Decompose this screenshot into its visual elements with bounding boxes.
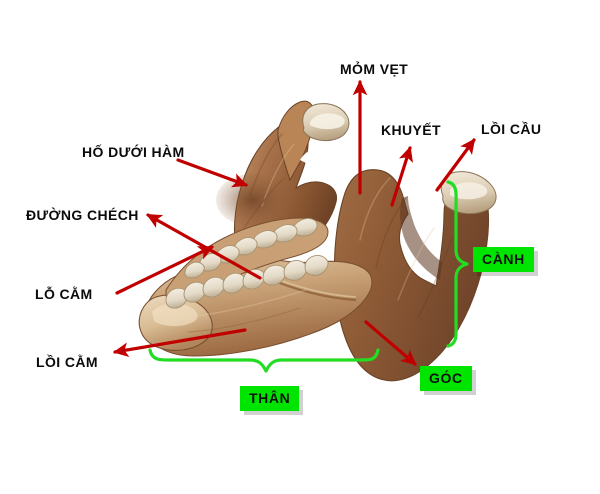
label-lo-cam: LỖ CẰM xyxy=(35,286,93,302)
label-ho-duoi-ham: HỐ DƯỚI HÀM xyxy=(82,144,185,160)
region-tag-than: THÂN xyxy=(240,386,300,411)
region-tag-goc: GÓC xyxy=(420,366,472,391)
label-khuyet: KHUYẾT xyxy=(381,122,441,138)
chin-highlight xyxy=(152,303,198,327)
bone-group xyxy=(138,100,497,382)
label-duong-chech: ĐƯỜNG CHÉCH xyxy=(26,207,139,223)
label-loi-cau: LỒI CẦU xyxy=(481,121,542,137)
label-loi-cam: LỒI CẰM xyxy=(36,354,98,370)
submandibular-fossa xyxy=(216,174,288,226)
near-condyle-highlight xyxy=(310,113,345,130)
mandibular-notch-shadow xyxy=(400,196,442,280)
region-tag-canh: CÀNH xyxy=(473,247,534,272)
label-mom-vet: MỎM VẸT xyxy=(340,61,409,77)
near-mandibular-notch xyxy=(300,148,337,170)
